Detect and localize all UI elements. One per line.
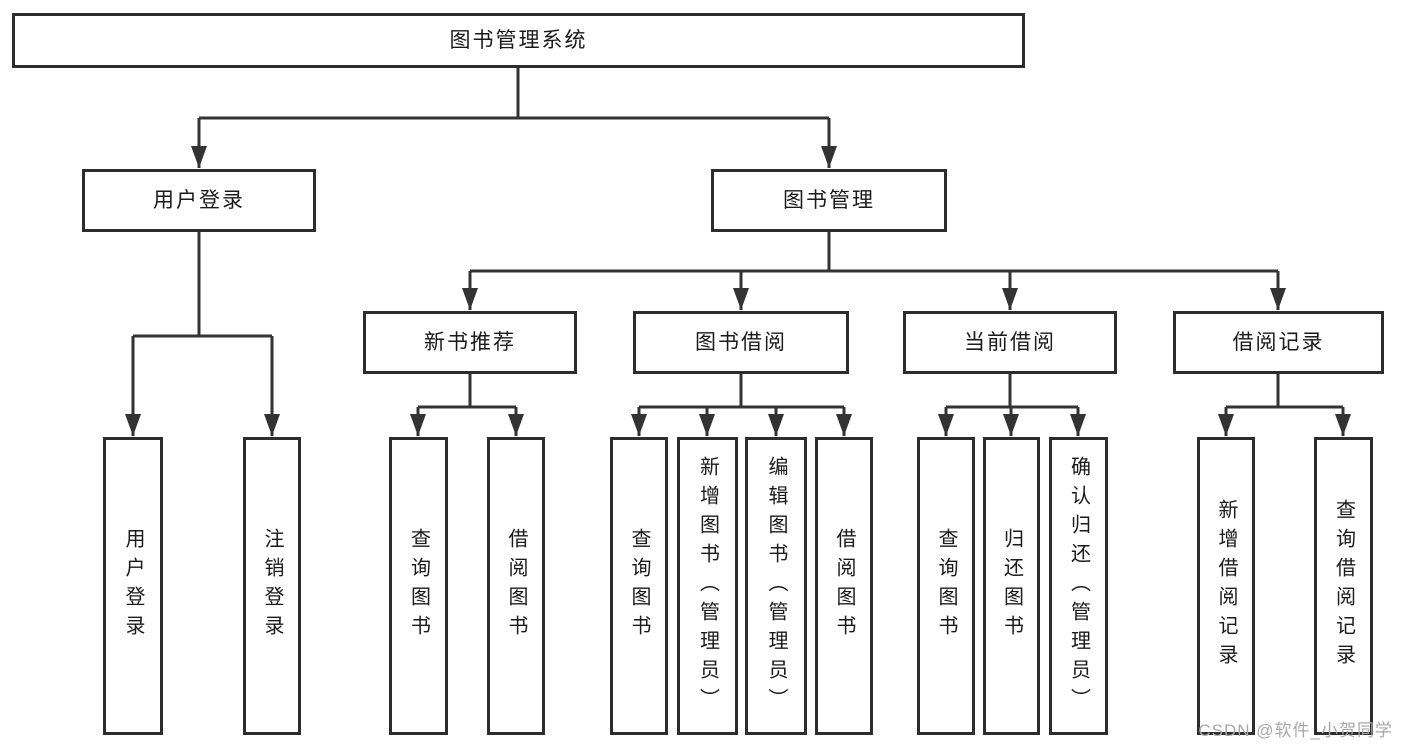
node-label: 归还图书 [1000, 528, 1023, 644]
node-library-management-system: 图书管理系统 [12, 13, 1025, 68]
leaf-borrow-borrow-books: 借阅图书 [815, 437, 873, 735]
leaf-current-query-books: 查询图书 [917, 437, 975, 735]
node-label: 图书管理系统 [449, 29, 588, 52]
node-book-borrow: 图书借阅 [633, 311, 849, 374]
node-label: 注销登录 [261, 528, 283, 644]
leaf-user-login: 用户登录 [103, 437, 163, 735]
node-label: 查询图书 [628, 528, 650, 644]
node-current-borrow: 当前借阅 [903, 311, 1117, 374]
node-label: 查询图书 [935, 528, 957, 644]
node-label: 新增图书（管理员） [696, 455, 719, 717]
leaf-current-return-books: 归还图书 [983, 437, 1040, 735]
node-label: 用户登录 [153, 189, 245, 212]
node-label: 新增借阅记录 [1215, 499, 1237, 673]
node-label: 确认归还（管理员） [1067, 455, 1090, 717]
node-label: 查询借阅记录 [1332, 499, 1355, 673]
leaf-borrow-edit-books-admin: 编辑图书（管理员） [745, 437, 807, 735]
leaf-borrow-query-books: 查询图书 [610, 437, 668, 735]
node-label: 借阅图书 [505, 528, 527, 644]
node-label: 借阅图书 [833, 528, 855, 644]
leaf-current-confirm-return-admin: 确认归还（管理员） [1049, 437, 1108, 735]
node-label: 新书推荐 [424, 331, 516, 354]
leaf-logout: 注销登录 [243, 437, 301, 735]
node-book-management: 图书管理 [711, 169, 947, 232]
leaf-borrow-add-books-admin: 新增图书（管理员） [677, 437, 738, 735]
leaf-records-query-record: 查询借阅记录 [1314, 437, 1373, 735]
connector-trunks [133, 68, 1343, 409]
node-borrow-records: 借阅记录 [1173, 311, 1384, 374]
node-new-book-recommend: 新书推荐 [363, 311, 577, 374]
connector-arrows [125, 118, 1351, 436]
node-user-login: 用户登录 [82, 169, 316, 232]
node-label: 用户登录 [122, 528, 144, 644]
leaf-newrec-query-books: 查询图书 [389, 437, 448, 735]
node-label: 图书借阅 [695, 331, 787, 354]
node-label: 当前借阅 [964, 331, 1056, 354]
node-label: 借阅记录 [1232, 331, 1325, 354]
node-label: 图书管理 [783, 189, 875, 212]
node-label: 编辑图书（管理员） [765, 455, 787, 717]
leaf-records-add-record: 新增借阅记录 [1197, 437, 1255, 735]
csdn-watermark: CSDN @软件_小贺同学 [1198, 721, 1393, 740]
node-label: 查询图书 [407, 528, 430, 644]
leaf-newrec-borrow-books: 借阅图书 [487, 437, 545, 735]
